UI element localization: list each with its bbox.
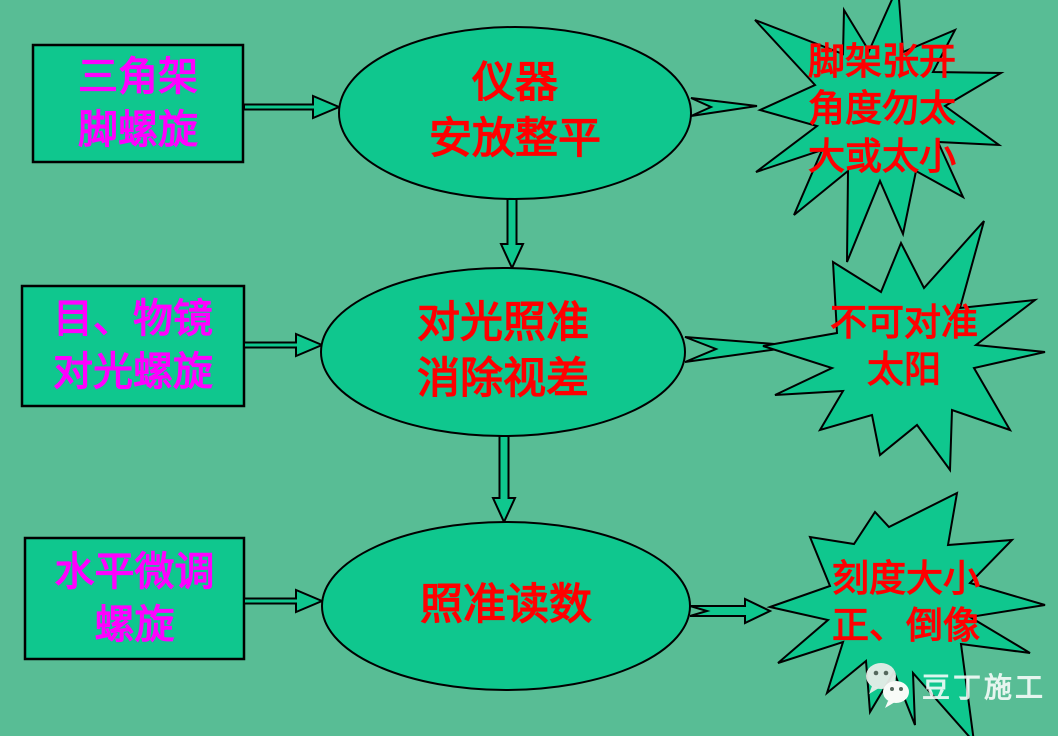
- step-ellipse-2: [320, 267, 686, 437]
- watermark-label: 豆丁施工: [922, 672, 1047, 703]
- note-starburst-2: [762, 220, 1046, 473]
- arrow-step1-to-note1: [690, 97, 758, 117]
- arrow-step2-to-note2: [684, 336, 801, 363]
- arrow-input2-to-step2: [243, 332, 325, 358]
- step-ellipse-1: [338, 26, 692, 200]
- note-starburst-1: [754, 0, 1005, 263]
- arrow-step1-to-step2: [499, 198, 525, 271]
- arrow-input3-to-step3: [243, 588, 325, 614]
- arrow-step2-to-step3: [491, 435, 517, 525]
- wechat-icon: [866, 663, 909, 708]
- arrow-input1-to-step1: [243, 94, 342, 120]
- watermark: 豆丁施工: [860, 660, 1046, 712]
- step-ellipse-3: [321, 521, 691, 691]
- input-box-2: [20, 284, 246, 408]
- input-box-3: [23, 536, 246, 661]
- note-starburst-3: [766, 491, 1046, 736]
- input-box-1: [31, 43, 245, 164]
- arrow-step3-to-note3: [689, 597, 773, 625]
